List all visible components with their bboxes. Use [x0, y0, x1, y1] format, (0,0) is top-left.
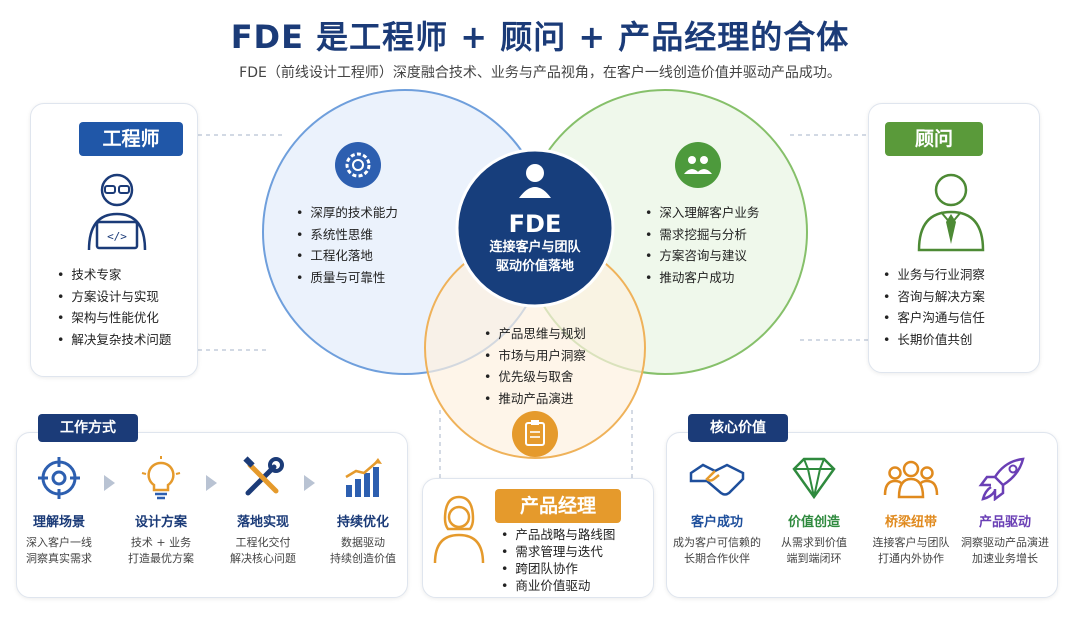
engineer-card: 工程师 </> 技术专家 方案设计与实现 架构与性能优化 解决复杂技术问题 — [30, 103, 198, 377]
value-desc-line1: 洞察驱动产品演进 — [961, 536, 1049, 549]
list-item: 解决复杂技术问题 — [57, 329, 171, 351]
consultant-list: 业务与行业洞察 咨询与解决方案 客户沟通与信任 长期价值共创 — [883, 264, 985, 350]
step-desc-line2: 解决核心问题 — [230, 552, 296, 565]
list-item: 优先级与取舍 — [484, 366, 586, 388]
growth-chart-icon — [345, 458, 382, 497]
work-step: 设计方案 技术 + 业务 打造最优方案 — [106, 455, 216, 567]
venn-orange-list: 产品思维与规划 市场与用户洞察 优先级与取舍 推动产品演进 — [484, 323, 586, 409]
people-icon — [675, 142, 721, 188]
work-step: 持续优化 数据驱动 持续创造价值 — [308, 455, 418, 567]
diamond-icon — [792, 457, 836, 500]
arrow-right-icon — [104, 475, 115, 491]
list-item: 深入理解客户业务 — [645, 202, 759, 224]
list-item: 方案咨询与建议 — [645, 245, 759, 267]
step-desc-line2: 洞察真实需求 — [26, 552, 92, 565]
value-desc-line2: 打通内外协作 — [878, 552, 944, 565]
list-item: 需求挖掘与分析 — [645, 224, 759, 246]
value-desc-line2: 加速业务增长 — [972, 552, 1038, 565]
arrow-right-icon — [206, 475, 217, 491]
engineer-icon: </> — [87, 173, 147, 251]
list-item: 长期价值共创 — [883, 329, 985, 351]
step-desc-line1: 工程化交付 — [235, 536, 291, 549]
list-item: 架构与性能优化 — [57, 307, 171, 329]
work-style-label: 工作方式 — [38, 414, 138, 442]
value-desc-line1: 连接客户与团队 — [872, 536, 950, 549]
list-item: 产品思维与规划 — [484, 323, 586, 345]
lightbulb-icon — [141, 456, 181, 500]
value-desc-line2: 端到端闭环 — [786, 552, 842, 565]
svg-text:</>: </> — [107, 230, 127, 243]
step-title: 设计方案 — [134, 515, 187, 530]
list-item: 客户沟通与信任 — [883, 307, 985, 329]
consultant-label: 顾问 — [885, 122, 983, 156]
list-item: 推动客户成功 — [645, 267, 759, 289]
step-title: 理解场景 — [32, 515, 85, 530]
target-icon — [38, 457, 80, 499]
consultant-icon — [917, 173, 985, 252]
step-title: 落地实现 — [236, 515, 289, 530]
core-value-card — [666, 432, 1058, 598]
rocket-icon — [978, 457, 1025, 502]
value-item: 客户成功 成为客户可信赖的 长期合作伙伴 — [657, 455, 777, 567]
venn-center-circle — [455, 148, 615, 308]
step-title: 持续优化 — [336, 515, 389, 530]
tools-icon — [243, 456, 284, 496]
value-item: 桥梁纽带 连接客户与团队 打通内外协作 — [851, 455, 971, 567]
step-desc-line1: 技术 + 业务 — [130, 536, 192, 549]
list-item: 咨询与解决方案 — [883, 286, 985, 308]
value-title: 产品驱动 — [978, 515, 1031, 530]
list-item: 产品战略与路线图 — [501, 526, 615, 543]
page-subtitle: FDE（前线设计工程师）深度融合技术、业务与产品视角，在客户一线创造价值并驱动产… — [239, 65, 841, 81]
clipboard-icon — [512, 411, 558, 457]
page-title: FDE 是工程师 + 顾问 + 产品经理的合体 — [230, 18, 850, 56]
work-step: 落地实现 工程化交付 解决核心问题 — [208, 455, 318, 567]
fde-center-title: FDE — [508, 210, 562, 238]
list-item: 质量与可靠性 — [296, 267, 398, 289]
pm-list: 产品战略与路线图 需求管理与迭代 跨团队协作 商业价值驱动 — [501, 526, 615, 594]
value-title: 价值创造 — [787, 515, 840, 530]
team-icon — [883, 460, 939, 499]
list-item: 技术专家 — [57, 264, 171, 286]
list-item: 业务与行业洞察 — [883, 264, 985, 286]
arrow-right-icon — [304, 475, 315, 491]
list-item: 系统性思维 — [296, 224, 398, 246]
value-item: 价值创造 从需求到价值 端到端闭环 — [754, 455, 874, 567]
handshake-icon — [689, 463, 745, 496]
step-desc-line2: 打造最优方案 — [128, 552, 194, 565]
value-desc-line2: 长期合作伙伴 — [684, 552, 750, 565]
list-item: 工程化落地 — [296, 245, 398, 267]
list-item: 需求管理与迭代 — [501, 543, 615, 560]
venn-green-list: 深入理解客户业务 需求挖掘与分析 方案咨询与建议 推动客户成功 — [645, 202, 759, 288]
list-item: 推动产品演进 — [484, 388, 586, 410]
product-manager-icon — [433, 495, 485, 564]
pm-card: 产品经理 产品战略与路线图 需求管理与迭代 跨团队协作 商业价值驱动 — [422, 478, 654, 598]
value-desc-line1: 从需求到价值 — [781, 536, 847, 549]
fde-center-line2: 驱动价值落地 — [495, 259, 574, 274]
pm-label: 产品经理 — [495, 489, 621, 523]
step-desc-line1: 数据驱动 — [341, 536, 385, 549]
step-desc-line2: 持续创造价值 — [330, 552, 396, 565]
core-value-label: 核心价值 — [688, 414, 788, 442]
gear-icon — [335, 142, 381, 188]
list-item: 方案设计与实现 — [57, 286, 171, 308]
value-item: 产品驱动 洞察驱动产品演进 加速业务增长 — [945, 455, 1065, 567]
list-item: 跨团队协作 — [501, 560, 615, 577]
work-style-card — [16, 432, 408, 598]
consultant-card: 顾问 业务与行业洞察 咨询与解决方案 客户沟通与信任 长期价值共创 — [868, 103, 1040, 373]
work-step: 理解场景 深入客户一线 洞察真实需求 — [4, 455, 114, 567]
value-desc-line1: 成为客户可信赖的 — [673, 536, 761, 549]
engineer-label: 工程师 — [79, 122, 183, 156]
engineer-list: 技术专家 方案设计与实现 架构与性能优化 解决复杂技术问题 — [57, 264, 171, 350]
user-icon — [519, 164, 551, 198]
step-desc-line1: 深入客户一线 — [26, 536, 92, 549]
value-title: 客户成功 — [690, 515, 743, 530]
venn-blue-list: 深厚的技术能力 系统性思维 工程化落地 质量与可靠性 — [296, 202, 398, 288]
list-item: 市场与用户洞察 — [484, 345, 586, 367]
list-item: 商业价值驱动 — [501, 577, 615, 594]
list-item: 深厚的技术能力 — [296, 202, 398, 224]
fde-center-line1: 连接客户与团队 — [489, 240, 581, 255]
value-title: 桥梁纽带 — [884, 515, 937, 530]
